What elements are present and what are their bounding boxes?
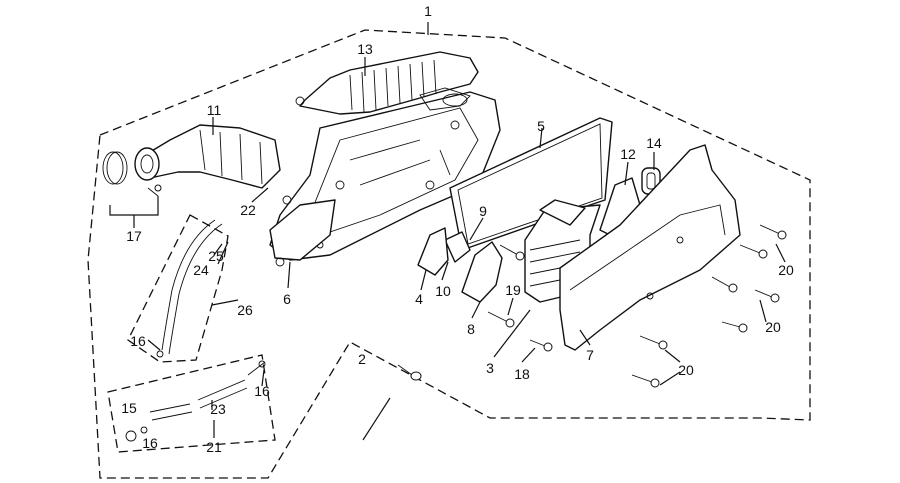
callout-11: 11 bbox=[207, 102, 222, 118]
callout-7: 7 bbox=[586, 347, 594, 363]
callout-20-bottom: 20 bbox=[678, 362, 694, 378]
callout-19: 19 bbox=[505, 282, 521, 298]
callout-6: 6 bbox=[283, 291, 291, 307]
callout-18: 18 bbox=[514, 366, 530, 382]
callout-labels: 1 2 3 4 5 6 7 8 9 10 11 12 13 14 15 16 1… bbox=[121, 3, 794, 455]
callout-20-mid: 20 bbox=[765, 319, 781, 335]
part-23-drain-tube bbox=[125, 360, 266, 442]
callout-16-upper: 16 bbox=[130, 333, 146, 349]
callout-24: 24 bbox=[193, 262, 209, 278]
callout-3: 3 bbox=[486, 360, 494, 376]
part-24-breather-hose bbox=[156, 219, 223, 358]
part-6-bracket bbox=[269, 195, 336, 267]
callout-2: 2 bbox=[358, 351, 366, 367]
callout-25: 25 bbox=[208, 248, 224, 264]
callout-17: 17 bbox=[126, 228, 142, 244]
callout-14: 14 bbox=[646, 135, 662, 151]
part-2-drain-screw bbox=[397, 364, 422, 381]
part-11-intake-hose bbox=[134, 124, 281, 189]
callout-12: 12 bbox=[620, 146, 636, 162]
callout-16-right: 16 bbox=[254, 383, 270, 399]
callout-22: 22 bbox=[240, 202, 256, 218]
callout-10: 10 bbox=[435, 283, 451, 299]
callout-4: 4 bbox=[415, 291, 423, 307]
callout-1: 1 bbox=[424, 3, 432, 19]
callout-21: 21 bbox=[206, 439, 222, 455]
callout-26: 26 bbox=[237, 302, 253, 318]
callout-16-lower: 16 bbox=[142, 435, 158, 451]
leader-lines bbox=[109, 22, 786, 441]
callout-23: 23 bbox=[210, 401, 226, 417]
callout-20-top: 20 bbox=[778, 262, 794, 278]
screws-group bbox=[487, 224, 787, 388]
part-4-flap bbox=[417, 227, 449, 276]
callout-9: 9 bbox=[479, 203, 487, 219]
part-9-fitting bbox=[444, 231, 471, 263]
part-26-boundary bbox=[127, 214, 229, 363]
callout-13: 13 bbox=[357, 41, 373, 57]
callout-8: 8 bbox=[467, 321, 475, 337]
part-17-hose-clamp bbox=[102, 151, 162, 197]
part-13-intake-snorkel bbox=[295, 51, 479, 115]
part-7-housing-cover bbox=[559, 144, 741, 351]
part-21-kit-boundary bbox=[107, 354, 276, 453]
callout-5: 5 bbox=[537, 118, 545, 134]
callout-15: 15 bbox=[121, 400, 137, 416]
